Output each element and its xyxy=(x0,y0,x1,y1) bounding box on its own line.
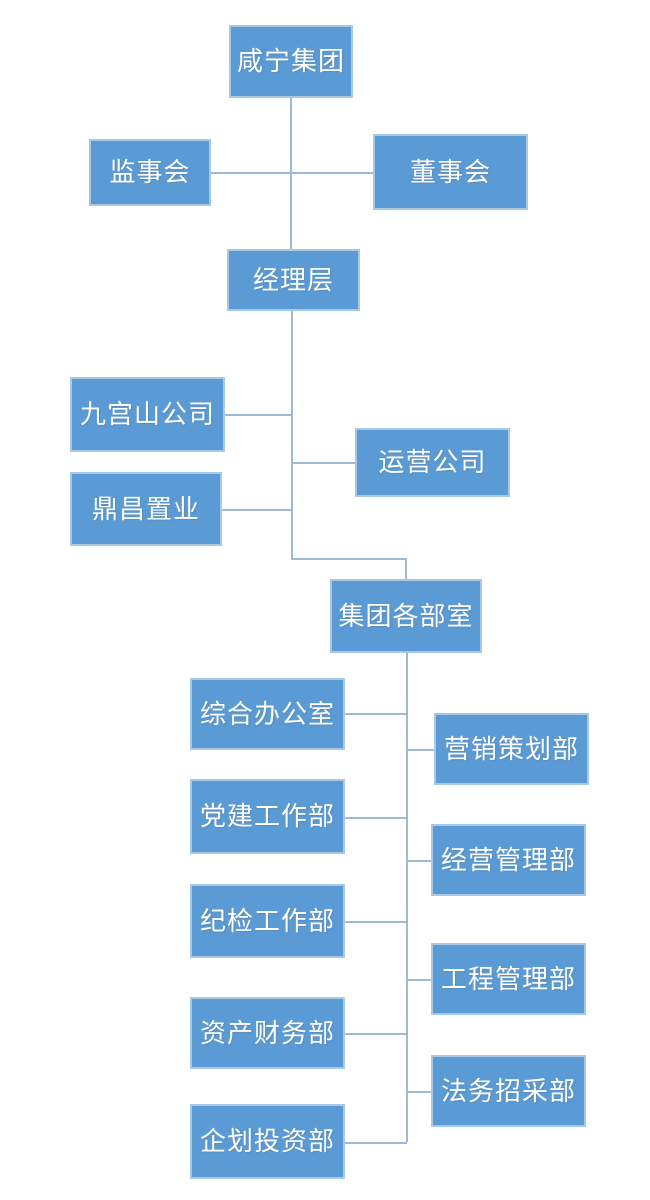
node-operating[interactable]: 运营公司 xyxy=(355,428,510,497)
connector-stub-asset-finance xyxy=(345,1033,407,1035)
node-general-office[interactable]: 综合办公室 xyxy=(190,678,345,750)
node-label: 资产财务部 xyxy=(199,1017,335,1048)
node-party-building[interactable]: 党建工作部 xyxy=(190,779,345,854)
node-label: 企划投资部 xyxy=(199,1126,335,1157)
node-planning-invest[interactable]: 企划投资部 xyxy=(190,1104,345,1179)
node-label: 鼎昌置业 xyxy=(91,493,200,524)
node-jiugongshan[interactable]: 九宫山公司 xyxy=(70,377,225,452)
node-label: 经营管理部 xyxy=(440,844,576,875)
node-label: 营销策划部 xyxy=(443,733,579,764)
connector-management-trunk xyxy=(291,311,293,560)
node-discipline[interactable]: 纪检工作部 xyxy=(190,884,345,958)
connector-stub-dingchang xyxy=(222,509,292,511)
connector-stub-general-office xyxy=(345,713,407,715)
node-label: 集团各部室 xyxy=(338,600,474,631)
connector-stub-jiugongshan xyxy=(225,414,292,416)
node-asset-finance[interactable]: 资产财务部 xyxy=(190,997,345,1069)
node-legal-procure[interactable]: 法务招采部 xyxy=(431,1055,586,1127)
node-label: 经理层 xyxy=(252,264,334,295)
node-label: 监事会 xyxy=(109,157,191,188)
connector-stub-marketing xyxy=(406,749,435,751)
connector-stub-legal-procure xyxy=(406,1091,432,1093)
node-dingchang[interactable]: 鼎昌置业 xyxy=(70,472,222,546)
connector-stub-engineering xyxy=(406,979,432,981)
node-label: 运营公司 xyxy=(378,447,487,478)
node-group[interactable]: 咸宁集团 xyxy=(229,25,353,98)
node-marketing[interactable]: 营销策划部 xyxy=(434,713,589,785)
node-engineering[interactable]: 工程管理部 xyxy=(431,943,586,1015)
connector-stub-discipline xyxy=(345,921,407,923)
connector-group-to-trunk xyxy=(290,98,292,250)
node-label: 九宫山公司 xyxy=(79,399,215,430)
connector-stub-operating xyxy=(291,462,356,464)
connector-departments-trunk xyxy=(406,653,408,1142)
node-supervisory[interactable]: 监事会 xyxy=(89,139,211,206)
node-management[interactable]: 经理层 xyxy=(227,249,360,311)
node-label: 董事会 xyxy=(409,156,491,187)
node-label: 法务招采部 xyxy=(440,1075,576,1106)
node-label: 综合办公室 xyxy=(199,698,335,729)
node-board[interactable]: 董事会 xyxy=(373,134,528,210)
node-label: 纪检工作部 xyxy=(199,905,335,936)
connector-stub-party-building xyxy=(345,817,407,819)
node-business-mgmt[interactable]: 经营管理部 xyxy=(431,824,586,896)
node-label: 工程管理部 xyxy=(440,963,576,994)
node-label: 党建工作部 xyxy=(199,801,335,832)
connector-stub-business-mgmt xyxy=(406,860,432,862)
connector-stub-planning-invest xyxy=(345,1142,407,1144)
connector-elbow-departments-v xyxy=(405,558,407,580)
node-label: 咸宁集团 xyxy=(236,46,345,77)
connector-elbow-departments-h xyxy=(291,558,407,560)
node-departments[interactable]: 集团各部室 xyxy=(330,579,482,653)
connector-supervisory-board-rail xyxy=(210,172,374,174)
